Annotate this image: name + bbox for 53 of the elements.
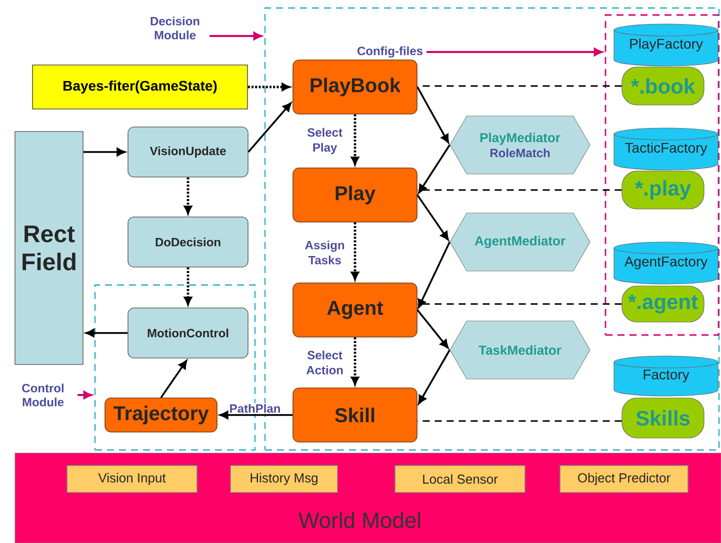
filter-box: Bayes-fiter(GameState) — [32, 64, 248, 110]
arrow — [418, 350, 450, 404]
file-pill: *.book — [622, 66, 704, 106]
process-box: Trajectory — [104, 398, 218, 432]
input-box: Vision Input — [66, 465, 198, 493]
module-label: Decision Module — [150, 16, 200, 40]
input-box: History Msg — [230, 465, 338, 493]
arrow — [220, 410, 293, 420]
arrow — [78, 390, 92, 400]
process-box: MotionControl — [128, 308, 248, 358]
input-box: Object Predictor — [560, 465, 688, 493]
module-label: Config-files — [358, 46, 422, 58]
arrow — [86, 328, 128, 338]
database-cylinder: TacticFactory — [614, 128, 718, 170]
arrow — [416, 309, 449, 348]
process-box: PlayBook — [292, 60, 418, 114]
field-box: Rect Field — [14, 131, 84, 365]
process-box: VisionUpdate — [128, 126, 248, 178]
dotted-arrow — [351, 337, 359, 385]
arrow — [418, 144, 450, 194]
module-label: Control Module — [22, 384, 64, 406]
database-cylinder: PlayFactory — [614, 24, 718, 66]
mediator-hexagon: TaskMediator — [450, 320, 590, 380]
mediator-hexagon: PlayMediator RoleMatch — [450, 116, 590, 174]
dotted-arrow — [184, 267, 192, 305]
arrow — [160, 360, 188, 398]
file-pill: *.agent — [622, 286, 704, 322]
database-cylinder: Factory — [614, 356, 718, 396]
arrow — [426, 48, 602, 56]
dotted-arrow — [351, 222, 359, 280]
arrow — [418, 242, 450, 308]
arrow — [248, 102, 292, 153]
process-box: Agent — [292, 282, 418, 338]
arrow — [83, 148, 126, 156]
file-pill: *.play — [622, 170, 704, 210]
dotted-arrow — [248, 83, 290, 91]
process-box: Skill — [292, 388, 418, 442]
input-box: Local Sensor — [394, 465, 526, 493]
dotted-arrow — [351, 114, 359, 165]
arrow — [210, 32, 262, 40]
database-cylinder: AgentFactory — [614, 242, 718, 284]
edge-label: Select Play — [307, 128, 342, 154]
arrow — [416, 194, 449, 240]
edge-label: PathPlan — [230, 404, 280, 413]
dotted-arrow — [184, 177, 192, 214]
arrow — [416, 86, 450, 144]
file-pill: Skills — [622, 398, 704, 438]
edge-label: Assign Tasks — [305, 240, 344, 264]
mediator-hexagon: AgentMediator — [450, 212, 590, 272]
edge-label: Select Action — [306, 350, 343, 374]
process-box: DoDecision — [128, 216, 248, 268]
dashed-region — [604, 14, 720, 336]
process-box: Play — [292, 168, 418, 222]
